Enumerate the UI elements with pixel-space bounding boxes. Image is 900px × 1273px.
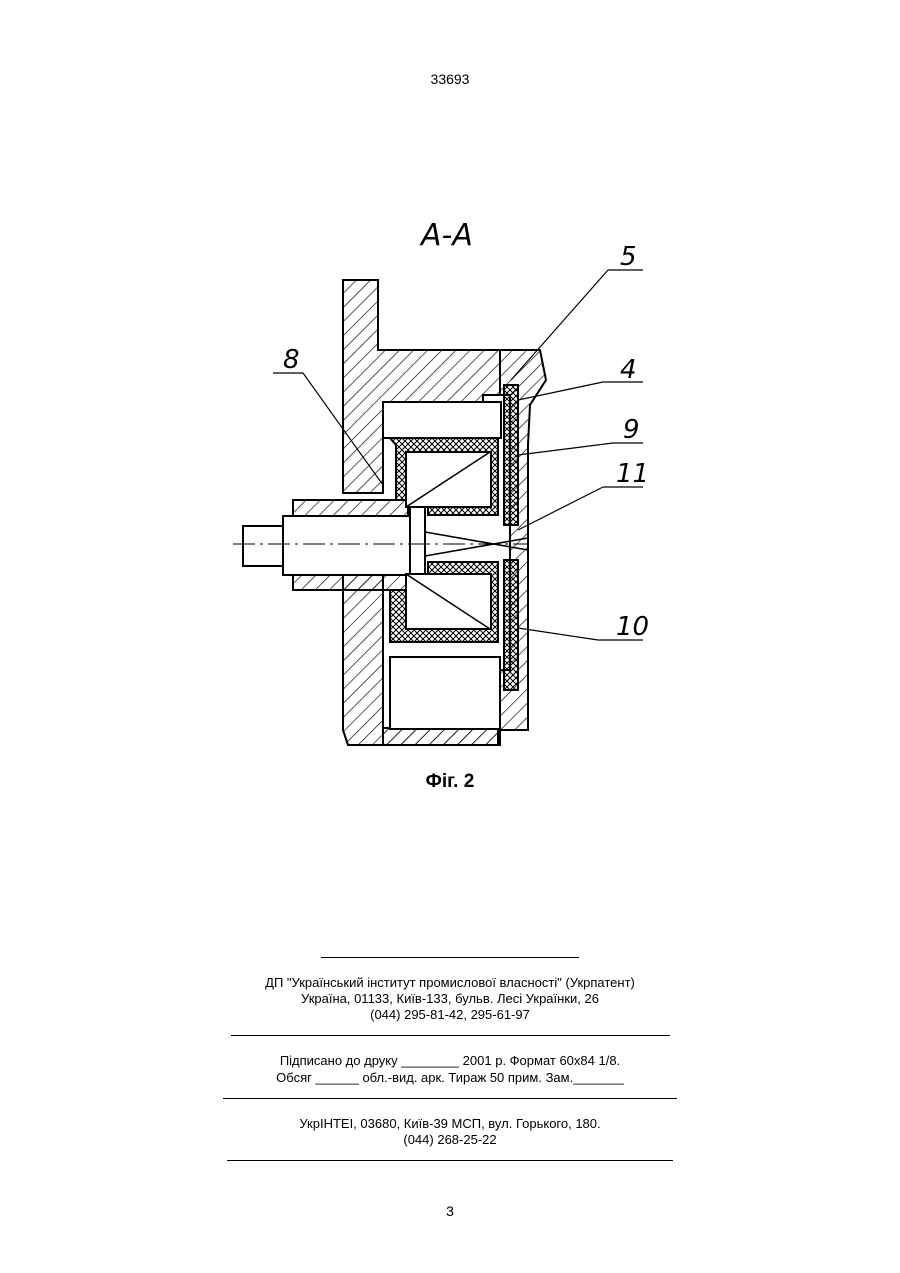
- callout-8: 8: [283, 345, 300, 375]
- magnet-lower: [390, 657, 500, 729]
- callout-10: 10: [616, 612, 649, 642]
- divider-1: [231, 1035, 670, 1036]
- divider-short: [321, 957, 579, 958]
- housing-base: [383, 728, 500, 745]
- shaft: [283, 516, 413, 575]
- shaft-hub: [293, 500, 408, 516]
- callout-5: 5: [620, 242, 637, 272]
- callout-11: 11: [616, 459, 649, 489]
- plate-upper: [504, 385, 518, 525]
- shaft-hub-lower: [293, 575, 408, 590]
- technical-drawing: A-A: [228, 210, 668, 755]
- shaft-end: [243, 526, 283, 566]
- footer-publisher-phone: (044) 268-25-22: [0, 1132, 900, 1148]
- divider-3: [227, 1160, 673, 1161]
- footer-phone: (044) 295-81-42, 295-61-97: [0, 1007, 900, 1023]
- callout-4: 4: [620, 355, 637, 385]
- plate-lower: [504, 560, 518, 690]
- page-number-bottom: 3: [0, 1203, 900, 1219]
- footer-print-line1: Підписано до друку ________ 2001 р. Форм…: [0, 1053, 900, 1069]
- figure-caption: Фіг. 2: [0, 771, 900, 793]
- footer-address: Україна, 01133, Київ-133, бульв. Лесі Ук…: [0, 991, 900, 1007]
- footer-publisher: УкрІНТЕІ, 03680, Київ-39 МСП, вул. Горьк…: [0, 1116, 900, 1132]
- section-label: A-A: [419, 218, 473, 253]
- magnet-upper: [383, 402, 501, 438]
- footer-print-line2: Обсяг ______ обл.-вид. арк. Тираж 50 при…: [0, 1070, 900, 1086]
- page-number-top: 33693: [0, 71, 900, 87]
- callout-9: 9: [623, 415, 640, 445]
- divider-2: [223, 1098, 677, 1099]
- footer-org: ДП "Український інститут промислової вла…: [0, 975, 900, 991]
